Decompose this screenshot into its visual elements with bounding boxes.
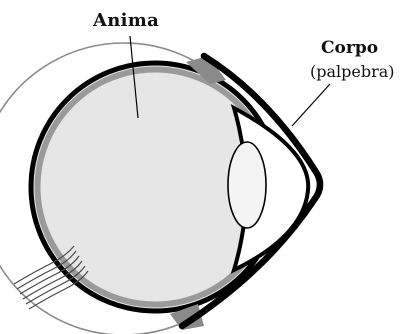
label-anima: Anima (93, 12, 159, 30)
label-corpo: Corpo (321, 40, 378, 57)
label-palpebra: (palpebra) (310, 64, 395, 80)
corpo-leader-line (292, 84, 330, 126)
lens (228, 142, 266, 228)
